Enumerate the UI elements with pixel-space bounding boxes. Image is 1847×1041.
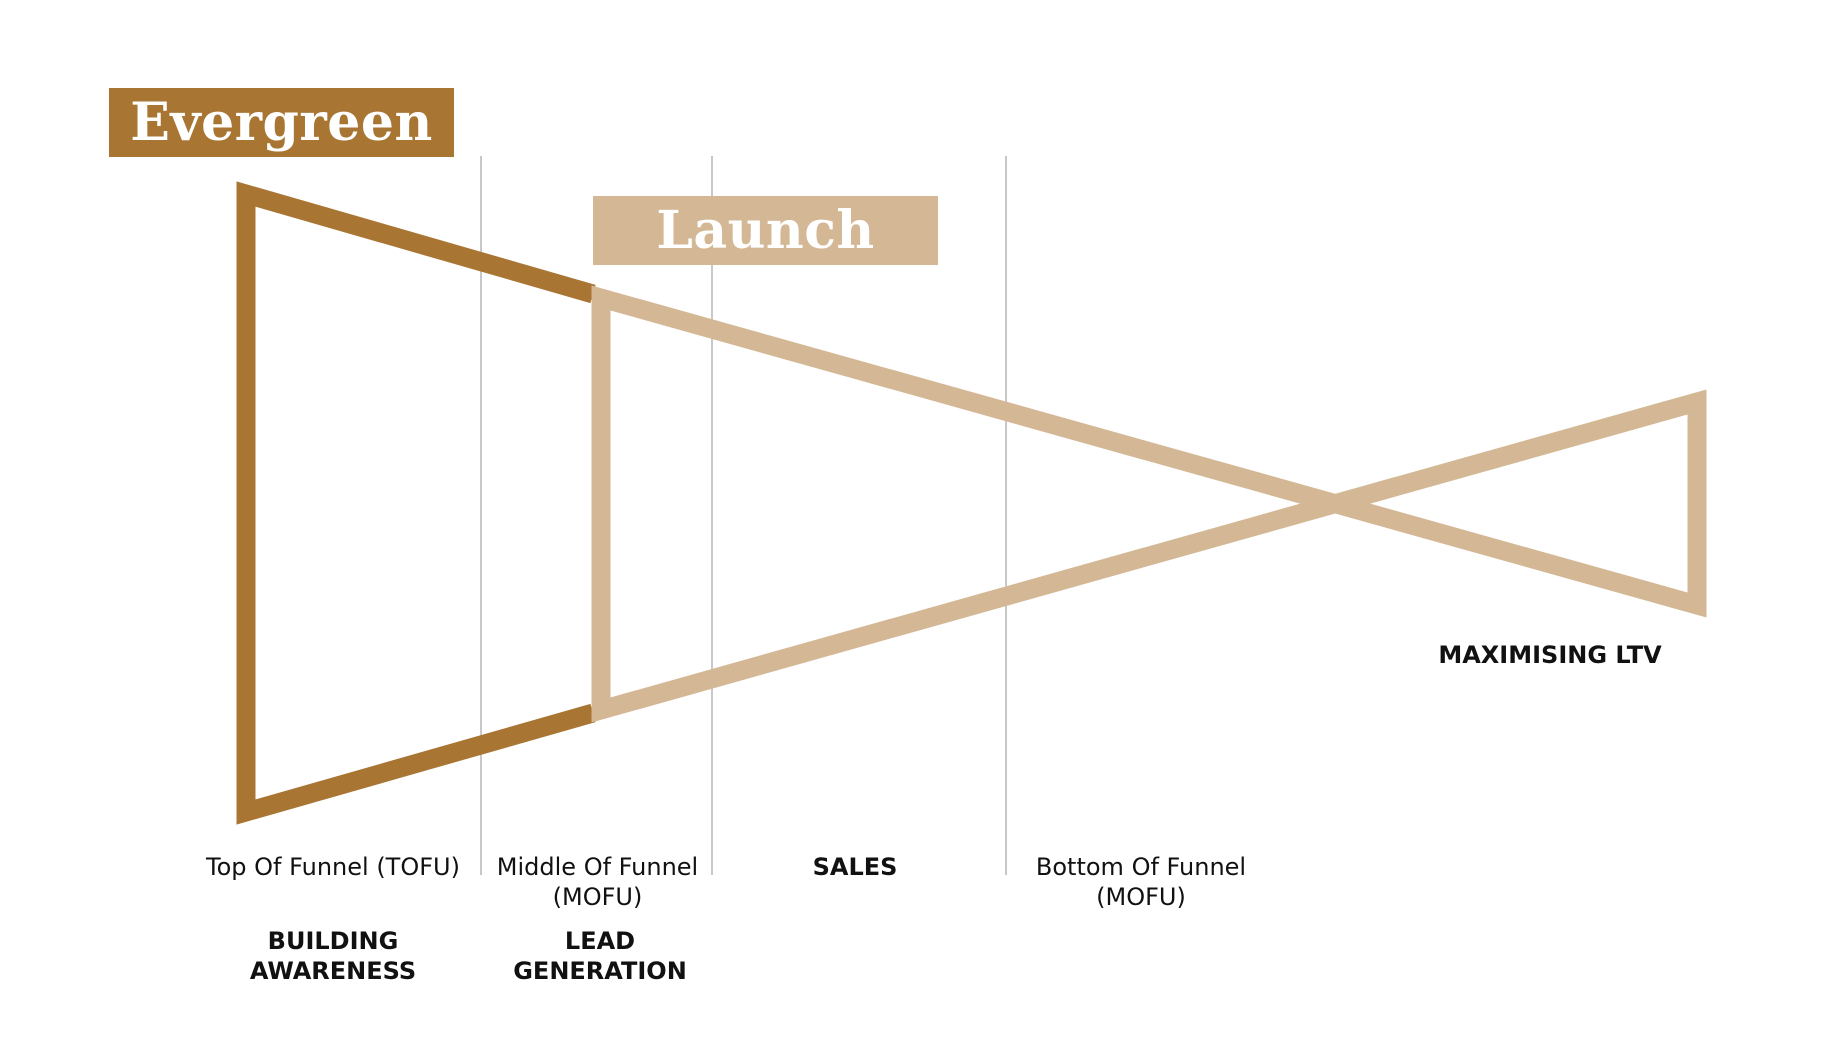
launch-label: Launch bbox=[593, 196, 938, 265]
evergreen-label: Evergreen bbox=[109, 88, 454, 157]
evergreen-label-text: Evergreen bbox=[130, 92, 433, 153]
stage-name-bofu: Bottom Of Funnel (MOFU) bbox=[1035, 853, 1247, 911]
stage-name-mofu: Middle Of Funnel (MOFU) bbox=[496, 853, 699, 911]
stage-goal-awareness: BUILDING AWARENESS bbox=[249, 927, 417, 985]
evergreen-funnel-outline bbox=[236, 181, 596, 825]
stage-name-tofu: Top Of Funnel (TOFU) bbox=[206, 853, 460, 881]
stage-goal-lead-generation: LEAD GENERATION bbox=[513, 927, 687, 985]
maximising-ltv-label: MAXIMISING LTV bbox=[1438, 641, 1662, 669]
launch-label-text: Launch bbox=[656, 200, 875, 261]
launch-funnel-outline bbox=[591, 285, 1707, 723]
stage-goal-sales: SALES bbox=[812, 853, 898, 881]
